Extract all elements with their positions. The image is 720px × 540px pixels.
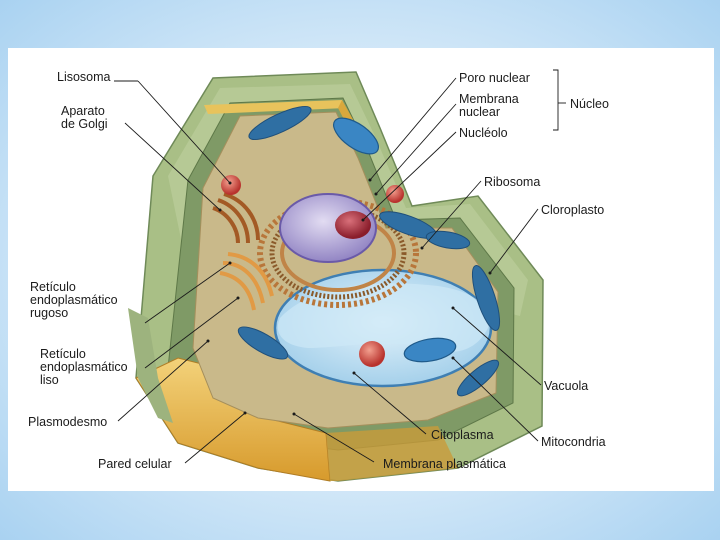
labels: Lisosoma Aparato de Golgi Poro nuclear M…: [28, 70, 609, 471]
label-golgi-1: Aparato: [61, 104, 105, 118]
label-membrana-nuclear-2: nuclear: [459, 105, 500, 119]
lysosomes: [221, 175, 404, 367]
label-citoplasma: Citoplasma: [431, 428, 494, 442]
label-lisosoma: Lisosoma: [57, 70, 111, 84]
label-rel-1: Retículo: [40, 347, 86, 361]
wall-cut-faces: [128, 100, 458, 482]
label-plasmodesmo: Plasmodesmo: [28, 415, 107, 429]
label-pared-celular: Pared celular: [98, 457, 172, 471]
diagram-frame: Lisosoma Aparato de Golgi Poro nuclear M…: [8, 48, 714, 491]
plant-cell-diagram: Lisosoma Aparato de Golgi Poro nuclear M…: [28, 69, 609, 482]
label-golgi-2: de Golgi: [61, 117, 108, 131]
golgi-apparatus: [212, 192, 260, 244]
label-poro-nuclear: Poro nuclear: [459, 71, 530, 85]
label-membrana-nuclear-1: Membrana: [459, 92, 519, 106]
label-rer-1: Retículo: [30, 280, 76, 294]
label-rer-3: rugoso: [30, 306, 68, 320]
label-cloroplasto: Cloroplasto: [541, 203, 604, 217]
label-ribosoma: Ribosoma: [484, 175, 540, 189]
leader-lines: [114, 69, 566, 464]
label-nucleolo: Nucléolo: [459, 126, 508, 140]
label-membrana-plasmatica: Membrana plasmática: [383, 457, 506, 471]
label-mitocondria: Mitocondria: [541, 435, 606, 449]
label-nucleo: Núcleo: [570, 97, 609, 111]
chloroplasts: [237, 105, 501, 397]
label-rer-2: endoplasmático: [30, 293, 118, 307]
mitochondria: [333, 117, 457, 363]
label-vacuola: Vacuola: [544, 379, 588, 393]
label-rel-2: endoplasmático: [40, 360, 128, 374]
smooth-er: [219, 252, 274, 311]
label-rel-3: liso: [40, 373, 59, 387]
nucleus: [257, 193, 419, 308]
